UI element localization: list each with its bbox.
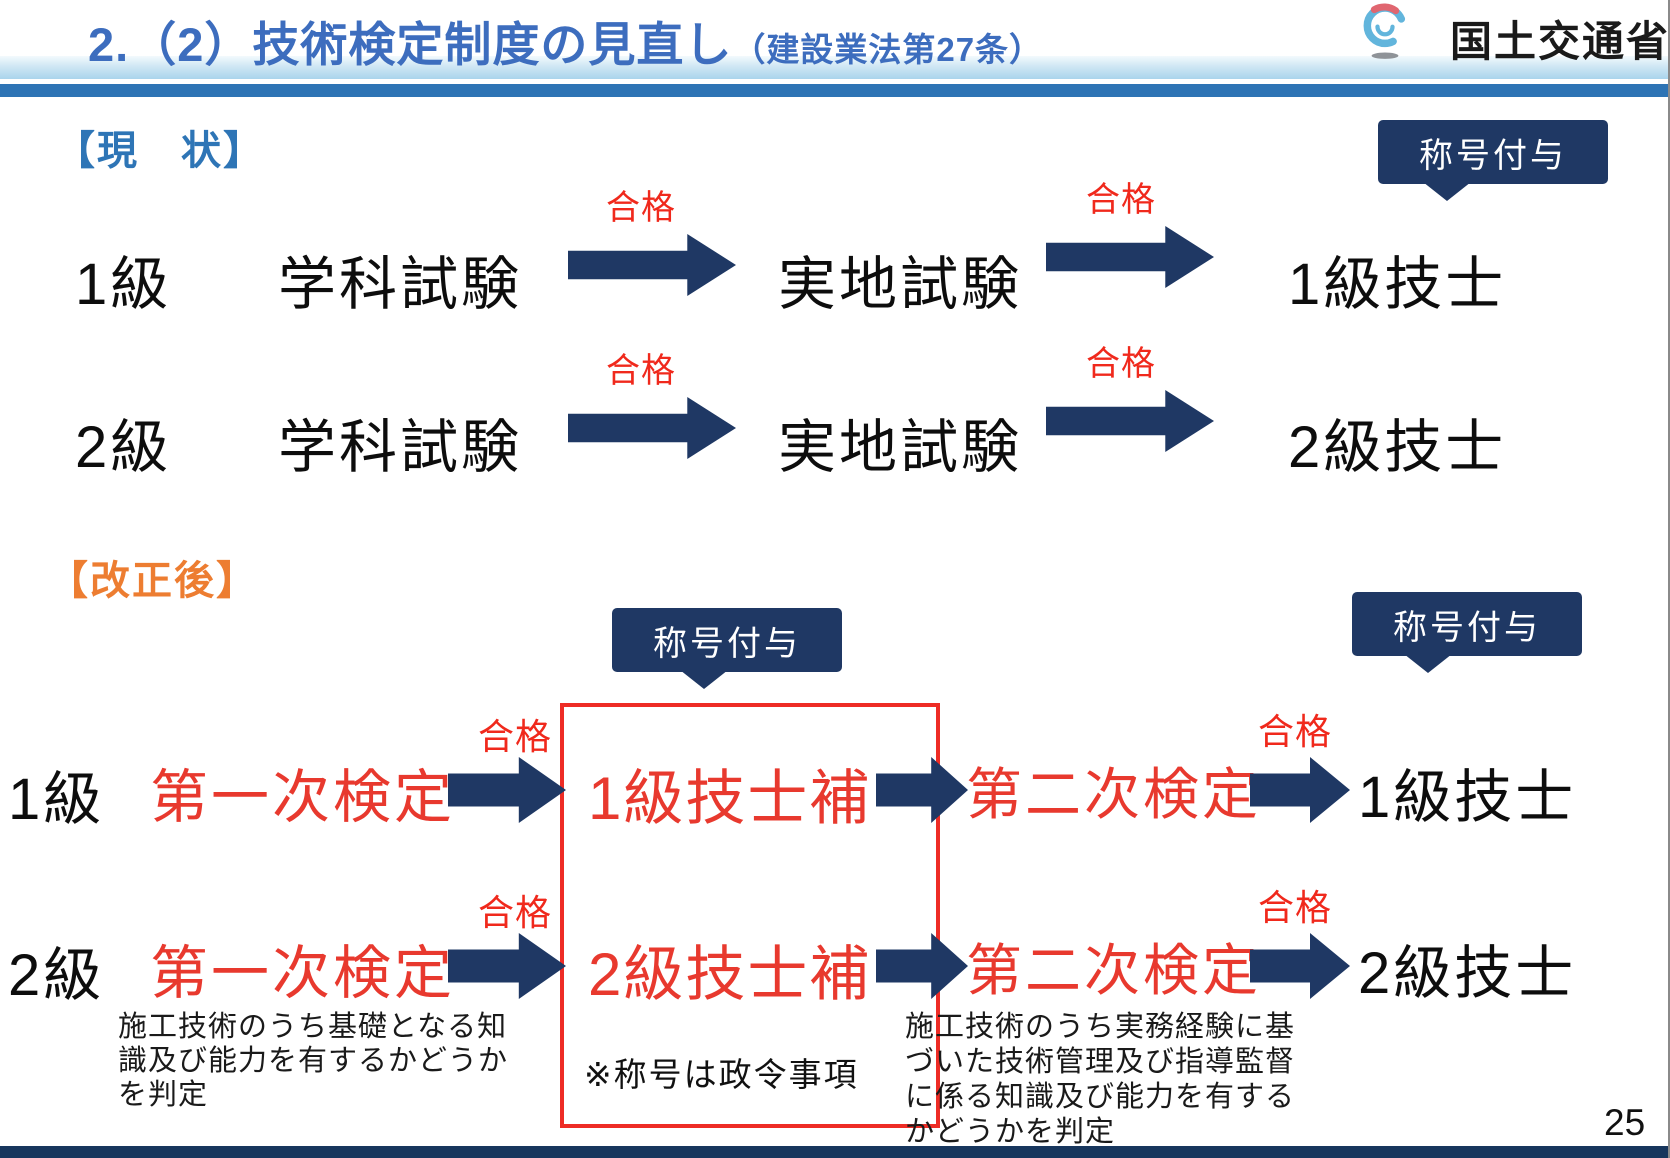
title-underline-band <box>0 56 1668 79</box>
revised-title-grant-badge: 称号付与 <box>1352 592 1582 656</box>
revised-row2-step1: 第一次検定 <box>150 941 456 1006</box>
pass-label: 合格 <box>1086 345 1156 383</box>
page-title: 2.（2）技術検定制度の見直し（建設業法第27条） <box>88 6 1043 75</box>
note-line: 識及び能力を有するかどうか <box>118 1045 509 1077</box>
note-line: を判定 <box>118 1079 209 1111</box>
flow-arrow-icon <box>1250 757 1350 823</box>
interim-title-highlight-box <box>560 703 940 1128</box>
badge-label: 称号付与 <box>653 624 801 663</box>
note-line: 施工技術のうち基礎となる知 <box>118 1011 508 1043</box>
flow-arrow-icon <box>1250 933 1350 999</box>
box-title-grant-badge: 称号付与 <box>612 608 842 672</box>
revised-row1-result: 1級技士 <box>1358 765 1577 830</box>
flow-arrow-icon <box>448 757 566 823</box>
current-row2-step2: 実地試験 <box>778 415 1023 480</box>
pass-label: 合格 <box>1258 887 1333 928</box>
revised-row2-level: 2級 <box>8 943 105 1008</box>
current-row2-result: 2級技士 <box>1288 415 1507 480</box>
pass-label: 合格 <box>478 892 553 933</box>
current-row1-result: 1級技士 <box>1288 252 1507 317</box>
revised-row2-result: 2級技士 <box>1358 941 1577 1006</box>
flow-arrow-icon <box>568 397 736 459</box>
pass-label: 合格 <box>606 352 676 390</box>
mlit-emblem-icon <box>1345 0 1425 60</box>
revised-row1-step2: 第二次検定 <box>966 763 1261 826</box>
badge-label: 称号付与 <box>1419 136 1567 175</box>
first-exam-note: 施工技術のうち基礎となる知 識及び能力を有するかどうか を判定 <box>118 1010 508 1112</box>
revised-row1-interim: 1級技士補 <box>588 765 872 832</box>
second-exam-note: 施工技術のうち実務経験に基 づいた技術管理及び指導監督 に係る知識及び能力を有す… <box>905 1010 1295 1150</box>
pass-label: 合格 <box>478 716 553 757</box>
bottom-bar <box>0 1146 1668 1158</box>
page-number: 25 <box>1604 1102 1646 1143</box>
revised-row2-interim: 2級技士補 <box>588 941 872 1008</box>
page-title-main: 2.（2）技術検定制度の見直し <box>88 18 733 71</box>
page-title-sub: （建設業法第27条） <box>732 31 1044 68</box>
pass-label: 合格 <box>606 189 676 227</box>
current-section-label: 【現 状】 <box>55 129 265 173</box>
current-row1-level: 1級 <box>75 252 172 317</box>
mlit-logo-text: 国土交通省 <box>1450 18 1670 65</box>
flow-arrow-icon <box>1046 390 1214 452</box>
current-row1-step2: 実地試験 <box>778 252 1023 317</box>
revised-row1-step1: 第一次検定 <box>150 765 456 830</box>
current-row2-step1: 学科試験 <box>278 415 523 480</box>
current-title-grant-badge: 称号付与 <box>1378 120 1608 184</box>
flow-arrow-icon <box>1046 226 1214 288</box>
note-line: かどうかを判定 <box>905 1116 1116 1148</box>
revised-section-label: 【改正後】 <box>48 559 258 603</box>
current-row2-level: 2級 <box>75 415 172 480</box>
note-line: 施工技術のうち実務経験に基 <box>905 1011 1296 1043</box>
revised-row2-step2: 第二次検定 <box>966 939 1261 1002</box>
note-line: に係る知識及び能力を有する <box>905 1081 1296 1113</box>
pass-label: 合格 <box>1258 711 1333 752</box>
box-note: ※称号は政令事項 <box>584 1056 859 1093</box>
pass-label: 合格 <box>1086 181 1156 219</box>
flow-arrow-icon <box>448 933 566 999</box>
flow-arrow-icon <box>568 234 736 296</box>
current-row1-step1: 学科試験 <box>278 252 523 317</box>
badge-label: 称号付与 <box>1393 608 1541 647</box>
revised-row1-level: 1級 <box>8 767 105 832</box>
header-rule <box>0 84 1668 97</box>
note-line: づいた技術管理及び指導監督 <box>905 1046 1296 1078</box>
